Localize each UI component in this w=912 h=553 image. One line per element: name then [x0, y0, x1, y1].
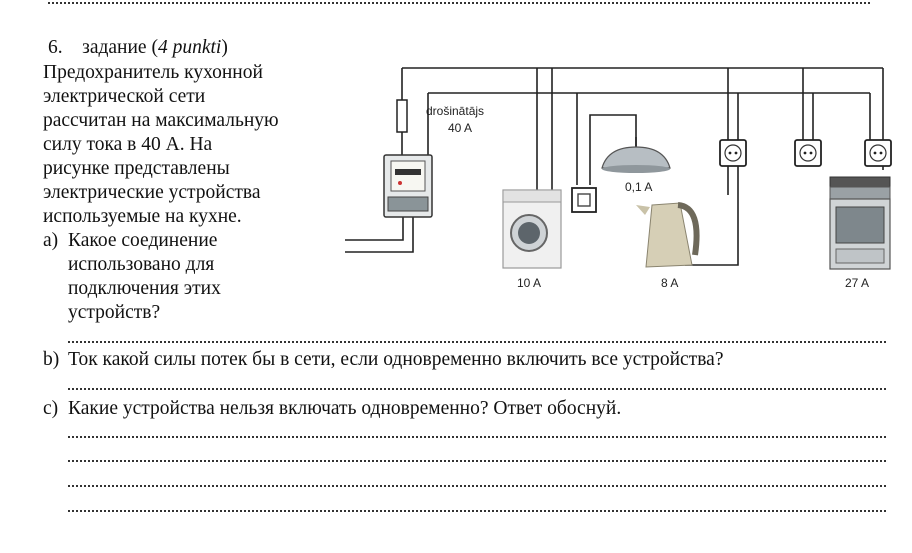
question-a-line-3: подключения этих	[68, 278, 221, 299]
answer-line-c4[interactable]	[68, 510, 886, 512]
stove-icon	[829, 176, 891, 270]
intro-line-4: силу тока в 40 А. На	[43, 134, 213, 155]
question-a-line-1: Какое соединение	[68, 230, 218, 251]
fuse-label-2: 40 A	[448, 121, 472, 135]
kettle-icon	[636, 202, 700, 268]
ceiling-lamp-icon	[601, 137, 671, 173]
washer-current-label: 10 A	[517, 276, 541, 290]
intro-line-7: используемые на кухне.	[43, 206, 242, 227]
washing-machine-icon	[502, 189, 562, 269]
task-number: 6.	[48, 37, 63, 58]
answer-line-a[interactable]	[68, 341, 886, 343]
question-a-line-2: использовано для	[68, 254, 215, 275]
switch-to-lamp-wire	[589, 114, 637, 185]
input-wire-2	[345, 217, 414, 253]
task-title-suffix: )	[221, 37, 228, 58]
lamp-current-label: 0,1 A	[625, 180, 652, 194]
question-b-text: Ток какой силы потек бы в сети, если одн…	[68, 349, 724, 370]
question-c-text: Какие устройства нельзя включать одновре…	[68, 398, 622, 419]
electric-meter-icon	[383, 154, 433, 218]
question-a-line-4: устройств?	[68, 302, 161, 323]
question-c-letter: c)	[43, 398, 59, 419]
light-switch-icon	[571, 187, 597, 213]
kettle-current-label: 8 A	[661, 276, 678, 290]
task-title-prefix: задание (	[82, 37, 158, 58]
fuse-icon	[396, 99, 408, 133]
stove-current-label: 27 A	[845, 276, 869, 290]
fuse-label-1: drošinātājs	[426, 104, 484, 118]
answer-line-c1[interactable]	[68, 436, 886, 438]
kettle-wire-b	[685, 93, 739, 266]
answer-line-b[interactable]	[68, 388, 886, 390]
task-points: 4 punkti	[157, 37, 222, 58]
question-a-letter: a)	[43, 230, 59, 251]
intro-line-5: рисунке представлены	[43, 158, 230, 179]
question-b-letter: b)	[43, 349, 60, 370]
outlet-stove-icon	[864, 139, 892, 167]
outlet-2-icon	[794, 139, 822, 167]
intro-line-3: рассчитан на максимальную	[43, 110, 279, 131]
intro-line-2: электрической сети	[43, 86, 206, 107]
kitchen-circuit-diagram: drošinātājs 40 A 10 A 0,1 A 8 A	[345, 67, 892, 290]
input-wire-1	[345, 217, 404, 241]
outlet-kettle-icon	[719, 139, 747, 167]
intro-line-6: электрические устройства	[43, 182, 261, 203]
top-answer-line	[48, 2, 870, 4]
answer-line-c3[interactable]	[68, 485, 886, 487]
intro-line-1: Предохранитель кухонной	[43, 62, 263, 83]
task-header: 6. задание (4 punkti)	[48, 36, 228, 60]
answer-line-c2[interactable]	[68, 460, 886, 462]
